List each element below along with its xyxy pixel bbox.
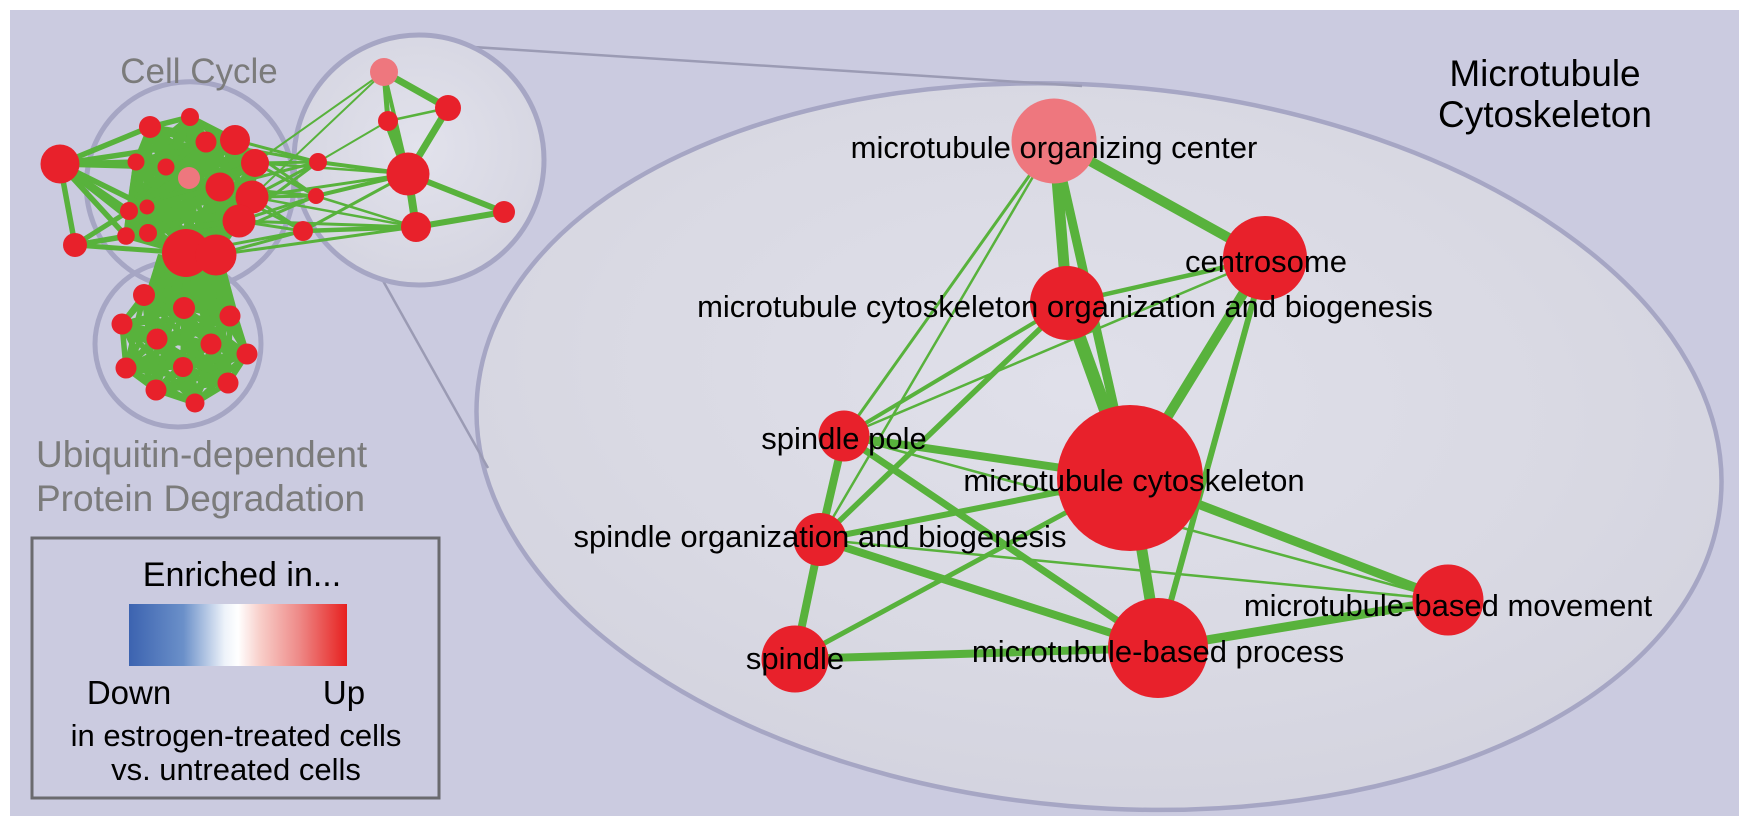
- svg-text:Up: Up: [323, 674, 365, 711]
- svg-text:Enriched in...: Enriched in...: [143, 556, 341, 594]
- svg-text:centrosome: centrosome: [1185, 244, 1347, 279]
- svg-text:microtubule-based movement: microtubule-based movement: [1244, 588, 1653, 623]
- svg-text:Protein Degradation: Protein Degradation: [36, 478, 365, 519]
- svg-text:spindle pole: spindle pole: [761, 421, 926, 456]
- svg-text:Cytoskeleton: Cytoskeleton: [1438, 94, 1652, 135]
- svg-text:microtubule cytoskeleton organ: microtubule cytoskeleton organization an…: [697, 289, 1433, 324]
- svg-text:microtubule organizing center: microtubule organizing center: [851, 130, 1258, 165]
- svg-text:Ubiquitin-dependent: Ubiquitin-dependent: [36, 434, 368, 475]
- svg-text:Cell Cycle: Cell Cycle: [120, 52, 278, 91]
- svg-text:in estrogen-treated cells: in estrogen-treated cells: [71, 718, 402, 753]
- svg-text:microtubule cytoskeleton: microtubule cytoskeleton: [963, 463, 1304, 498]
- svg-text:vs. untreated cells: vs. untreated cells: [111, 752, 361, 787]
- svg-text:Microtubule: Microtubule: [1449, 53, 1640, 94]
- svg-text:spindle organization and bioge: spindle organization and biogenesis: [574, 519, 1067, 554]
- svg-text:spindle: spindle: [746, 641, 844, 676]
- svg-text:Down: Down: [87, 674, 171, 711]
- svg-text:microtubule-based process: microtubule-based process: [972, 634, 1344, 669]
